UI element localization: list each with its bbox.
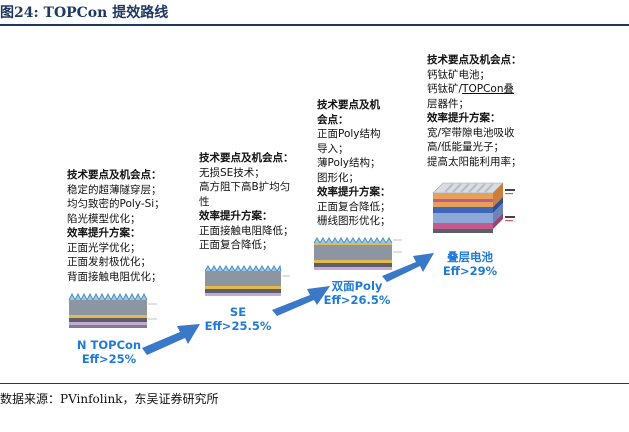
stage2-tech-item: 无损SE技术； — [199, 166, 265, 179]
stage3-improve-title: 效率提升方案： — [317, 186, 391, 198]
footer-rule — [0, 383, 629, 384]
ntopcon-eff: Eff>25% — [81, 352, 137, 366]
double-poly-eff: Eff>26.5% — [323, 293, 391, 307]
stage1-improve-item: 正面光学优化； — [67, 241, 141, 254]
source-note: 数据来源：PVinfolink，东吴证券研究所 — [0, 392, 219, 406]
stage2-tech-title: 技术要点及机会点： — [199, 152, 294, 164]
figure-title: 图24: TOPCon 提效路线 — [0, 5, 169, 21]
stage1-improve-item: 正面发射极优化； — [67, 256, 151, 268]
se-eff: Eff>25.5% — [204, 319, 272, 333]
stage4-tech-item: 层器件； — [427, 97, 469, 110]
stage2-improve-item: 正面复合降低； — [199, 239, 273, 251]
double-poly-label: 双面Poly Eff>26.5% — [316, 279, 398, 307]
stage3-tech-item: 正面Poly结构 — [317, 128, 381, 140]
stage2-tech-item: 性 — [199, 195, 210, 208]
stage4-tech-item: 钙钛矿/TOPCon叠 — [427, 82, 522, 97]
stage4-tech-title: 技术要点及机会点： — [427, 54, 522, 66]
ntopcon-name: N TOPCon — [76, 338, 142, 352]
stage4-text: 技术要点及机会点： 钙钛矿电池； 钙钛矿/TOPCon叠 层器件； 效率提升方案… — [427, 53, 522, 169]
double-poly-cell-diagram — [313, 237, 402, 270]
stage3-improve-item: 正面复合降低； — [317, 200, 391, 213]
stage3-text: 技术要点及机 会点： 正面Poly结构 导入； 薄Poly结构； 图形化； 效率… — [317, 98, 391, 229]
stage4-improve-item: 提高太阳能利用率； — [427, 155, 522, 168]
stage1-tech-title: 技术要点及机会点： — [67, 169, 162, 181]
stage4-improve-item: 高/低能量光子； — [427, 141, 505, 153]
stage1-tech-item: 均匀致密的Poly-Si； — [67, 198, 165, 210]
header-rule — [0, 24, 629, 26]
stage1-tech-item: 陷光模型优化； — [67, 212, 141, 225]
stage2-improve-item: 正面接触电阻降低； — [199, 224, 294, 237]
stage3-improve-item: 栅线图形优化； — [317, 215, 391, 227]
stage2-improve-title: 效率提升方案： — [199, 210, 273, 222]
stage2-text: 技术要点及机会点： 无损SE技术； 高方阻下高B扩均匀 性 效率提升方案： 正面… — [199, 151, 294, 253]
stage4-tech-item-underlined: TOPCon叠 — [462, 83, 514, 95]
stage2-tech-item: 高方阻下高B扩均匀 — [199, 181, 291, 193]
tandem-eff: Eff>29% — [442, 264, 498, 278]
stage4-tech-item: 钙钛矿电池； — [427, 68, 490, 81]
se-name: SE — [229, 305, 247, 319]
stage1-improve-item: 背面接触电阻优化； — [67, 270, 162, 283]
tandem-cell-diagram — [432, 182, 515, 233]
arrow-3-icon — [382, 253, 434, 282]
stage1-tech-item: 稳定的超薄隧穿层； — [67, 183, 162, 196]
stage1-improve-title: 效率提升方案： — [67, 227, 141, 239]
arrow-1-icon — [142, 324, 200, 355]
stage1-text: 技术要点及机会点： 稳定的超薄隧穿层； 均匀致密的Poly-Si； 陷光模型优化… — [67, 168, 165, 284]
stage4-improve-item: 宽/窄带隙电池吸收 — [427, 126, 515, 139]
ntopcon-label: N TOPCon Eff>25% — [73, 338, 145, 366]
stage3-tech-item: 导入； — [317, 142, 349, 155]
arrow-2-icon — [272, 286, 330, 316]
se-cell-diagram — [204, 264, 290, 296]
se-label: SE Eff>25.5% — [200, 305, 276, 333]
ntopcon-cell-diagram — [68, 292, 157, 328]
double-poly-name: 双面Poly — [331, 279, 383, 293]
stage3-tech-title: 技术要点及机 — [317, 99, 380, 111]
stage4-tech-item-part: 钙钛矿/ — [427, 83, 463, 95]
stage3-tech-item: 薄Poly结构； — [317, 157, 381, 169]
stage3-tech-item: 图形化； — [317, 171, 359, 184]
stage4-improve-title: 效率提升方案： — [427, 112, 501, 124]
tandem-label: 叠层电池 Eff>29% — [434, 250, 506, 278]
stage3-tech-title-cont: 会点： — [317, 113, 349, 126]
tandem-name: 叠层电池 — [447, 250, 493, 264]
